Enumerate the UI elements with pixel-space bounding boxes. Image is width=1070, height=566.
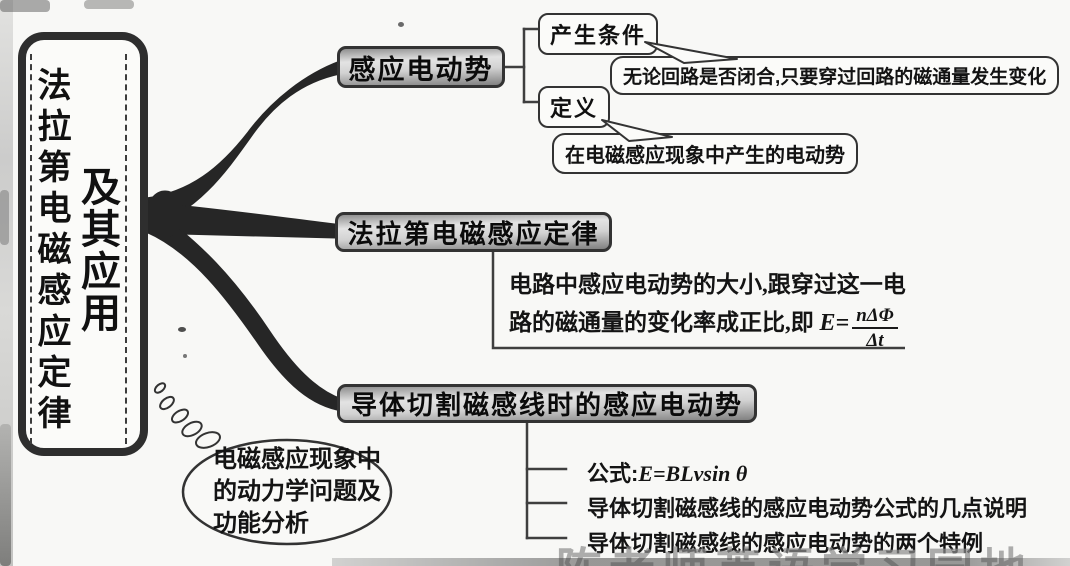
condition-note-bubble: 无论回路是否闭合,只要穿过回路的磁通量发生变化	[610, 56, 1060, 95]
scan-smudge	[84, 0, 134, 9]
cutting-item-notes: 导体切割磁感线的感应电动势公式的几点说明	[587, 496, 1028, 521]
root-dashed-line-right	[125, 54, 127, 444]
cutting-bracket	[525, 419, 568, 540]
formula-prefix: 公式:	[587, 461, 639, 486]
faraday-node: 法拉第电磁感应定律	[335, 212, 612, 252]
cutting-node: 导体切割磁感线时的感应电动势	[337, 384, 757, 423]
root-dashed-line-left	[30, 54, 32, 444]
thought-bubble-text: 电磁感应现象中 的动力学问题及 功能分析	[213, 444, 381, 540]
thought-line1: 电磁感应现象中	[213, 447, 381, 473]
cutting-formula: E=BLvsin θ	[638, 461, 748, 486]
scan-speck	[183, 354, 187, 358]
thought-trail-circles	[153, 382, 221, 449]
root-title: 法拉第电磁感应定律	[32, 66, 69, 436]
scan-smudge	[0, 0, 50, 12]
scan-smudge	[0, 424, 11, 566]
emf-node: 感应电动势	[337, 46, 505, 88]
thought-bubble-ellipse	[181, 438, 393, 546]
root-subtitle: 及其应用	[75, 166, 120, 334]
watermark-band	[332, 558, 1070, 566]
cutting-item-special-cases: 导体切割磁感线的感应电动势的两个特例	[587, 531, 984, 556]
trunk-branches	[145, 60, 343, 412]
definition-note-bubble: 在电磁感应现象中产生的电动势	[552, 133, 858, 174]
condition-node: 产生条件	[538, 13, 659, 55]
thought-line2: 的动力学问题及	[213, 479, 381, 505]
faraday-description-line1: 电路中感应电动势的大小,跟穿过这一电	[509, 272, 906, 297]
cutting-item-formula: 公式:E=BLvsin θ	[587, 456, 747, 488]
emf-bracket	[503, 27, 542, 104]
scan-speck	[178, 327, 186, 332]
faraday-bracket	[491, 250, 905, 350]
scan-speck	[398, 22, 404, 27]
thought-line3: 功能分析	[213, 511, 309, 537]
definition-node: 定义	[538, 86, 611, 128]
faraday-formula-lhs: E=	[819, 310, 850, 336]
scan-smudge	[0, 190, 9, 245]
